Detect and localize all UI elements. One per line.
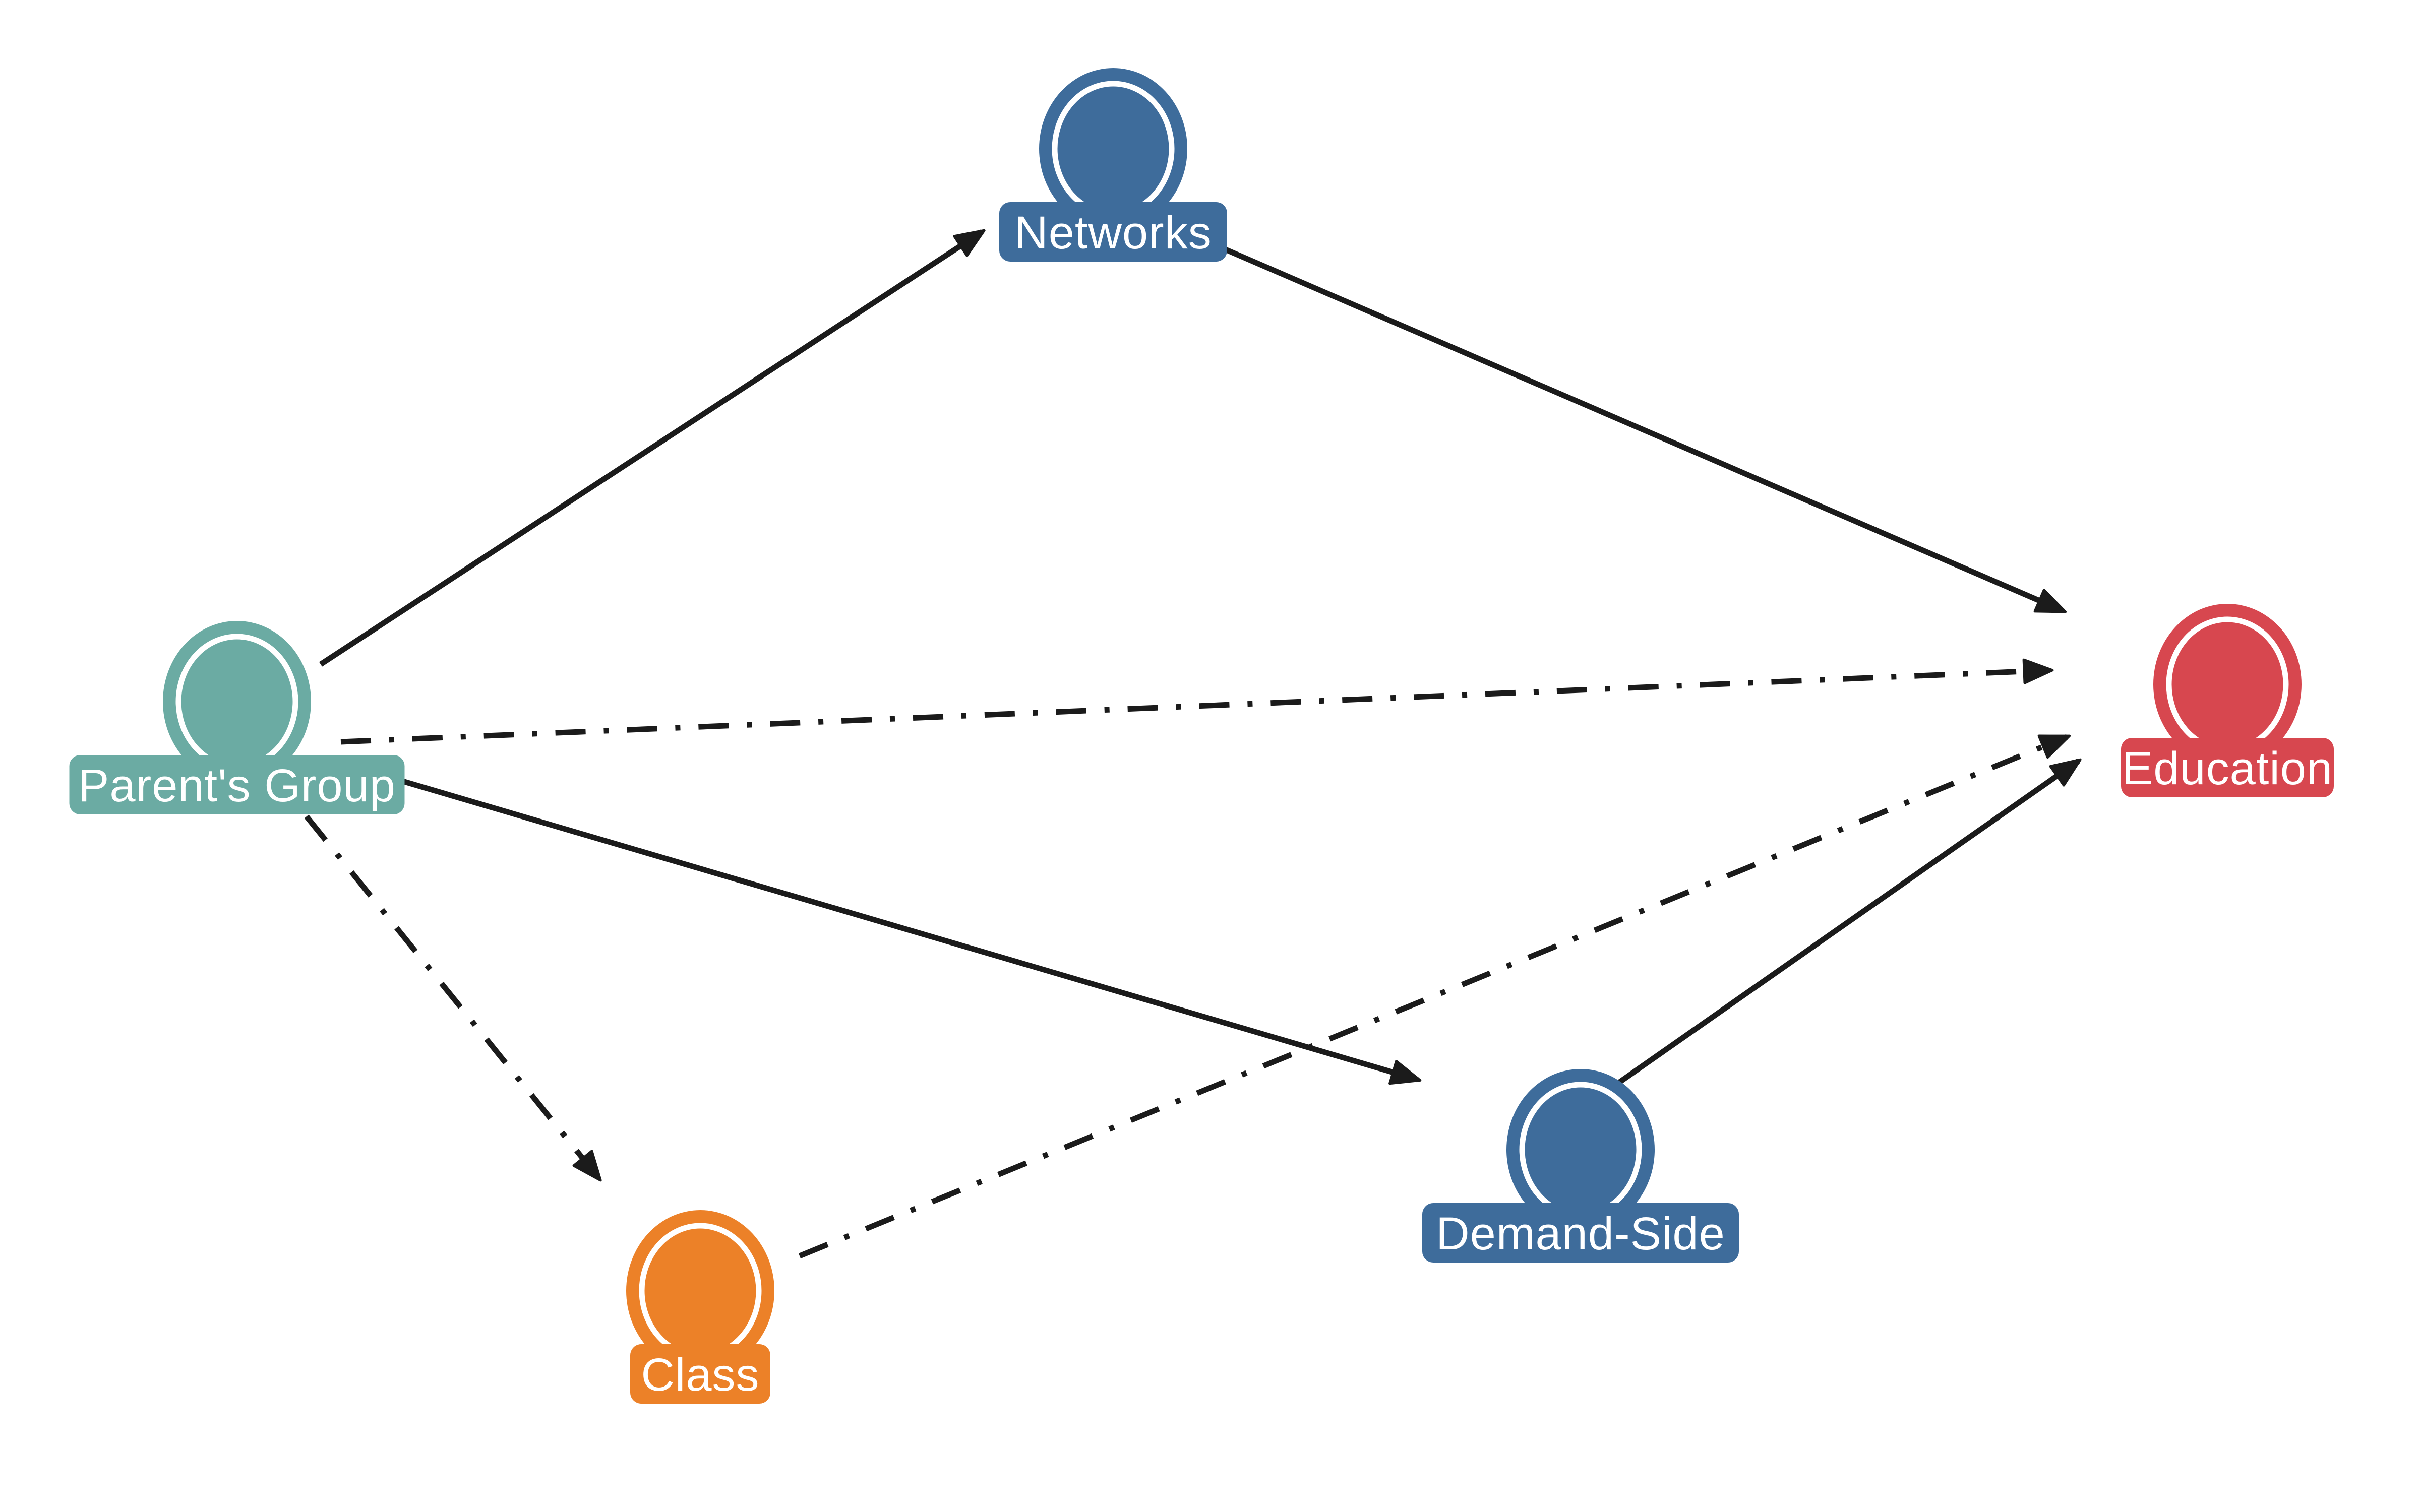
node-networks: Networks — [999, 68, 1227, 262]
node-education-circle-icon — [2153, 604, 2302, 765]
node-networks-label-plate — [999, 202, 1227, 262]
node-education: Education — [2121, 604, 2334, 797]
node-demand_side-label-plate — [1422, 1203, 1739, 1263]
node-class-label: Class — [641, 1349, 759, 1401]
node-class-circle-icon — [626, 1210, 774, 1371]
edge-parents_group-to-demand_side — [323, 755, 1422, 1085]
nodes-layer: Parent's Group NetworksEducationDemand-Si… — [69, 68, 2334, 1404]
edge-networks-to-education — [1199, 236, 2067, 614]
node-parents_group-label: Parent's Group — [78, 760, 396, 811]
node-education-label-plate — [2121, 738, 2334, 797]
node-education-label: Education — [2122, 743, 2333, 794]
edge-demand_side-to-education — [1615, 758, 2082, 1086]
node-networks-label: Networks — [1014, 207, 1212, 259]
node-class-label-plate — [630, 1344, 770, 1404]
edge-class-to-education — [798, 734, 2071, 1259]
node-networks-circle-icon — [1039, 68, 1187, 229]
node-parents_group-circle-icon — [163, 621, 311, 782]
node-demand_side: Demand-Side — [1422, 1069, 1739, 1263]
node-parents_group-label-plate — [69, 755, 405, 814]
edge-parents_group-to-networks — [319, 229, 986, 667]
edge-parents_group-to-class — [304, 814, 602, 1182]
node-parents_group: Parent's Group — [69, 621, 405, 814]
node-demand_side-circle-icon — [1506, 1069, 1655, 1230]
node-demand_side-label: Demand-Side — [1436, 1208, 1725, 1259]
edges-layer — [304, 229, 2082, 1259]
edge-parents_group-to-education — [340, 658, 2054, 745]
node-class: Class — [626, 1210, 774, 1404]
